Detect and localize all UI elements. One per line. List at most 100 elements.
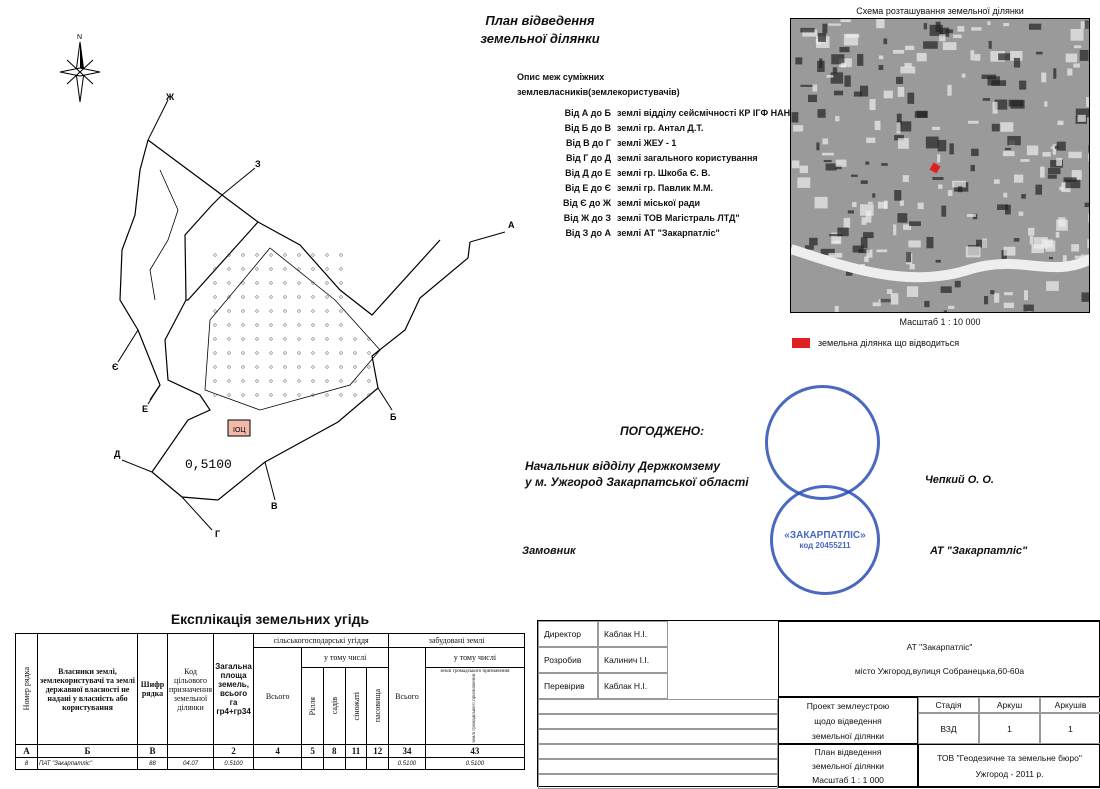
location-map (790, 18, 1090, 313)
chief-line-2: у м. Ужгород Закарпатської області (525, 475, 749, 489)
point-b: Б (390, 412, 397, 422)
th-built-incl: у тому числі (424, 647, 526, 668)
city-year: Ужгород - 2011 р. (975, 769, 1044, 779)
org-name: АТ "Закарпатліс" (906, 642, 973, 652)
plan-line-2: земельної ділянки (812, 761, 884, 771)
column-number: 2 (213, 744, 255, 759)
column-number: 11 (344, 744, 368, 759)
legend-swatch (792, 338, 810, 348)
boundary-from: Від Г до Д (566, 153, 611, 163)
th-owners: Власники землі, землекористувачі та земл… (37, 632, 138, 746)
boundary-from: Від Є до Ж (563, 198, 611, 208)
th-total: Загальна площа земель, всього га гр4+гр3… (213, 632, 255, 746)
table-cell: 0.5100 (424, 757, 526, 771)
th-built-sub: землі громадського призначення (440, 669, 510, 674)
boundary-neighbour: землі ЖЕУ - 1 (617, 138, 677, 148)
stage-header: Стадія (918, 697, 979, 713)
boundary-from: Від З до А (565, 228, 611, 238)
boundary-row: Від Е до Є землі гр. Павлик М.М. (522, 181, 796, 196)
point-e: Е (142, 404, 148, 414)
th-built-total: Всього (388, 646, 426, 746)
sheets-header: Аркушів (1040, 697, 1100, 713)
column-number: Б (37, 744, 138, 759)
point-g: Г (215, 529, 220, 539)
blank-cell (538, 759, 778, 774)
blank-cell (538, 714, 778, 729)
th-agri-total: Всього (253, 646, 303, 746)
parcel-marker (929, 162, 941, 174)
point-ye: Є (112, 362, 119, 372)
blank-cell (538, 774, 778, 789)
company-name: ТОВ "Геодезичне та земельне бюро" (937, 753, 1082, 763)
parcel-to-allocate (227, 419, 251, 437)
th-gardens: садів (329, 697, 339, 715)
neighbours-description: Опис меж суміжних землевласників(землеко… (517, 70, 796, 241)
table-cell (301, 757, 324, 771)
table-cell: 04.07 (166, 757, 215, 771)
table-cell: 0.5100 (213, 757, 255, 771)
blank-cell (538, 699, 778, 714)
table-cell (366, 757, 390, 771)
description-heading-2: землевласників(землекористувачів) (517, 87, 680, 97)
boundary-neighbour: землі загального користування (617, 153, 758, 163)
stamp-text: «ЗАКАРПАТЛІС» (784, 530, 866, 541)
parcel-plan: ІОЦ 0,5100 А Б В Г Д Е Є Ж З (112, 92, 515, 539)
boundary-neighbour: землі гр. Павлик М.М. (617, 183, 714, 193)
state-stamp (765, 385, 880, 500)
agreed-heading: ПОГОДЖЕНО: (620, 424, 705, 438)
signer-role: Перевірив (538, 673, 598, 699)
title-line-1: План відведення (485, 13, 595, 28)
th-built-sub-2: землі громадського призначення (472, 674, 478, 744)
boundary-from: Від Е до Є (565, 183, 611, 193)
scheme-title: Схема розташування земельної ділянки (856, 6, 1024, 16)
column-number: 8 (322, 744, 346, 759)
boundary-row: Від З до А землі АТ "Закарпатліс" (522, 226, 796, 241)
boundary-neighbour: землі ТОВ Магістраль ЛТД" (617, 213, 740, 223)
boundary-from: Від Б до В (564, 123, 611, 133)
client-label: Замовник (522, 545, 576, 557)
boundary-from: Від Д до Е (565, 168, 611, 178)
boundary-neighbour: землі АТ "Закарпатліс" (617, 228, 720, 238)
stamp-code: код 20455211 (799, 541, 851, 550)
column-number (166, 744, 215, 759)
client-name: АТ "Закарпатліс" (930, 545, 1028, 557)
parcel-label: ІОЦ (233, 427, 246, 434)
north-letter: N (77, 34, 82, 41)
org-address: місто Ужгород,вулиця Собранецька,60-60а (854, 666, 1025, 676)
boundary-from: Від А до Б (564, 108, 611, 118)
column-number: 5 (301, 744, 324, 759)
sheets-value: 1 (1040, 713, 1100, 744)
boundary-row: Від Є до Ж землі міської ради (522, 196, 796, 211)
signer-role: Директор (538, 621, 598, 647)
boundary-row: Від Г до Д землі загального користування (522, 151, 796, 166)
table-cell: 0.5100 (388, 757, 426, 771)
th-hay: сіножаті (351, 691, 361, 721)
north-arrow-icon: N (59, 34, 101, 103)
point-z: З (255, 159, 261, 169)
column-number: А (15, 744, 38, 759)
column-number: 34 (388, 744, 426, 759)
point-v: В (271, 501, 278, 511)
boundary-neighbour: землі гр. Шкоба Є. В. (617, 168, 711, 178)
blank-cell (538, 744, 778, 759)
point-a: А (508, 220, 515, 230)
boundary-neighbour: землі міської ради (617, 198, 700, 208)
plan-scale: Масштаб 1 : 1 000 (812, 775, 884, 785)
table-cell (253, 757, 303, 771)
table-cell: 88 (137, 757, 168, 771)
signer-role: Розробив (538, 647, 598, 673)
scheme-scale: Масштаб 1 : 10 000 (899, 317, 981, 327)
document-title: План відведення земельної ділянки (440, 12, 640, 48)
stage-value: ВЗД (918, 713, 979, 744)
explication-table: Експлікація земельних угідь Номер рядка … (15, 608, 526, 771)
table-cell: 8 (15, 757, 38, 771)
map-legend: земельна ділянка що відводиться (792, 338, 959, 348)
column-number: 12 (366, 744, 390, 759)
project-line-1: Проект землеустрою (806, 700, 890, 711)
description-heading: Опис меж суміжних (517, 72, 605, 82)
th-arable: Рілля (308, 696, 318, 716)
boundary-row: Від Д до Е землі гр. Шкоба Є. В. (522, 166, 796, 181)
